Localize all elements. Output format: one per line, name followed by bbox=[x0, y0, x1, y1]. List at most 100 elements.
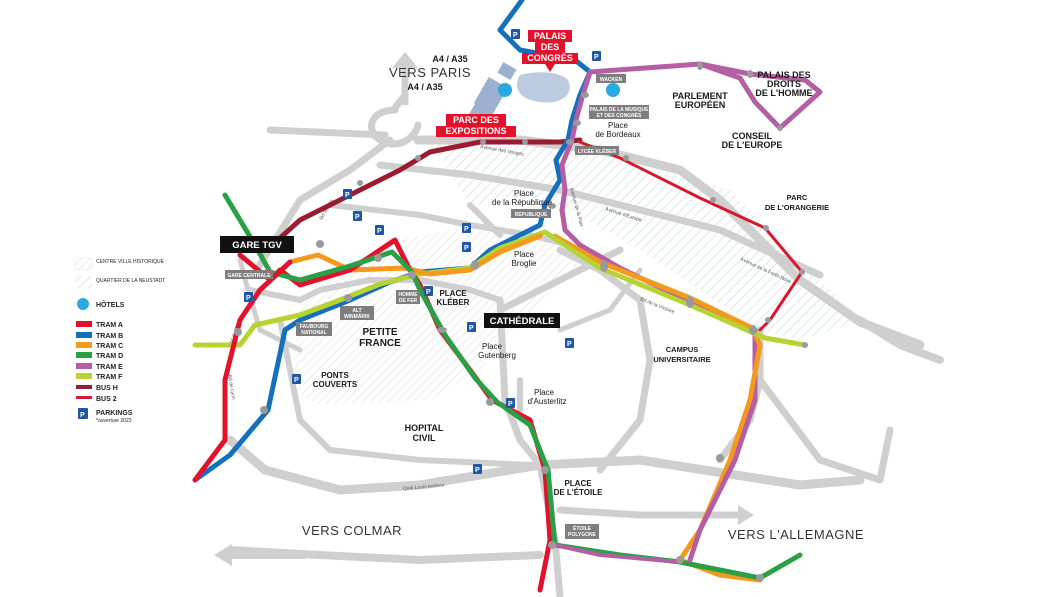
svg-text:P: P bbox=[508, 401, 513, 408]
label-droits-2: DROITS bbox=[767, 79, 801, 89]
station-gare-centrale: GARE CENTRALE bbox=[225, 270, 273, 279]
road-lyon: Bd de Lyon bbox=[226, 374, 236, 400]
label-vers-paris: VERS PARIS bbox=[389, 65, 471, 80]
tram-c-west bbox=[287, 233, 543, 277]
label-orangerie-2: DE L'ORANGERIE bbox=[765, 203, 829, 212]
arrow-allemagne-icon bbox=[738, 505, 754, 525]
hotel-icon bbox=[498, 83, 512, 97]
label-droits-1: PALAIS DES bbox=[757, 70, 810, 80]
svg-text:LYCÉE KLÉBER: LYCÉE KLÉBER bbox=[578, 147, 617, 155]
road-network bbox=[225, 91, 944, 597]
svg-text:P: P bbox=[594, 54, 599, 61]
legend-tram-e-swatch bbox=[76, 363, 92, 369]
svg-text:FAUBOURG: FAUBOURG bbox=[300, 324, 329, 330]
label-gutenberg-1: Place bbox=[482, 342, 503, 351]
svg-text:PALAIS DE LA MUSIQUE: PALAIS DE LA MUSIQUE bbox=[590, 107, 650, 113]
label-campus-1: CAMPUS bbox=[666, 345, 699, 354]
svg-text:P: P bbox=[475, 467, 480, 474]
legend-parkings: PARKINGS bbox=[96, 410, 133, 417]
label-etoile-2: DE L'ÉTOILE bbox=[554, 488, 604, 497]
label-bordeaux-1: Place bbox=[608, 121, 629, 130]
legend-tram-d: TRAM D bbox=[96, 353, 123, 360]
label-petite-france-1: PETITE bbox=[362, 327, 397, 338]
svg-text:PARC DES: PARC DES bbox=[453, 115, 499, 125]
tram-e-line bbox=[587, 61, 823, 131]
parking-icon bbox=[292, 374, 301, 384]
label-broglie-2: Broglie bbox=[512, 259, 537, 268]
svg-text:POLYGONE: POLYGONE bbox=[568, 532, 597, 538]
label-republique-2: de la République bbox=[492, 198, 553, 207]
label-austerlitz-1: Place bbox=[534, 388, 555, 397]
label-gutenberg-2: Gutenberg bbox=[478, 351, 516, 360]
svg-text:P: P bbox=[377, 228, 382, 235]
parking-icon bbox=[565, 338, 574, 348]
label-parlement-2: EUROPÉEN bbox=[675, 100, 726, 110]
svg-text:CONGRÈS: CONGRÈS bbox=[527, 53, 573, 63]
svg-text:P: P bbox=[345, 192, 350, 199]
legend-bus-h-swatch bbox=[76, 385, 92, 389]
label-broglie-1: Place bbox=[514, 250, 535, 259]
station-lycee-kleber: LYCÉE KLÉBER bbox=[575, 146, 619, 155]
label-a4-bottom: A4 / A35 bbox=[407, 82, 442, 92]
legend-centre: CENTRE VILLE HISTORIQUE bbox=[96, 259, 165, 265]
svg-text:WACKEN: WACKEN bbox=[600, 77, 623, 83]
legend-neustadt: QUARTIER DE LA NEUSTADT bbox=[96, 278, 165, 284]
legend-parkings-note: *ouverture 2023 bbox=[96, 418, 132, 424]
svg-text:EXPOSITIONS: EXPOSITIONS bbox=[445, 126, 506, 136]
parking-icon bbox=[343, 189, 352, 199]
tram-e-lower bbox=[687, 397, 758, 563]
svg-text:WINMÄRIK: WINMÄRIK bbox=[344, 313, 370, 320]
label-hopital-1: HOPITAL bbox=[405, 423, 444, 433]
svg-text:P: P bbox=[294, 377, 299, 384]
parking-icon bbox=[353, 211, 362, 221]
svg-text:ET DES CONGRÈS: ET DES CONGRÈS bbox=[597, 111, 642, 119]
legend-tram-b-swatch bbox=[76, 332, 92, 338]
label-petite-france-2: FRANCE bbox=[359, 338, 401, 349]
svg-text:P: P bbox=[567, 341, 572, 348]
legend-bus-2-swatch bbox=[76, 396, 92, 399]
label-ponts-1: PONTS bbox=[321, 371, 349, 380]
label-etoile-1: PLACE bbox=[564, 479, 592, 488]
legend-hotel-icon bbox=[77, 298, 89, 310]
svg-text:RÉPUBLIQUE: RÉPUBLIQUE bbox=[515, 210, 548, 218]
road-pasteur: Quai Louis pasteur bbox=[403, 482, 446, 492]
tram-a-southwest bbox=[192, 259, 293, 483]
legend-tram-e: TRAM E bbox=[96, 364, 123, 371]
parking-icon bbox=[462, 223, 471, 233]
parking-icon bbox=[506, 398, 515, 408]
svg-text:P: P bbox=[464, 226, 469, 233]
gare-tgv-tag: GARE TGV bbox=[220, 236, 294, 253]
hotel-icon bbox=[606, 83, 620, 97]
legend-tram-a-swatch bbox=[76, 321, 92, 327]
svg-text:P: P bbox=[246, 295, 251, 302]
legend-tram-c: TRAM C bbox=[96, 343, 123, 350]
label-campus-2: UNIVERSITAIRE bbox=[653, 355, 710, 364]
label-kleber-1: PLACE bbox=[439, 289, 467, 298]
label-vers-colmar: VERS COLMAR bbox=[302, 523, 402, 538]
label-conseil-1: CONSEIL bbox=[732, 131, 773, 141]
legend-tram-d-swatch bbox=[76, 352, 92, 358]
label-bordeaux-2: de Bordeaux bbox=[595, 130, 640, 139]
parking-icon bbox=[467, 322, 476, 332]
label-ponts-2: COUVERTS bbox=[313, 380, 358, 389]
svg-text:CATHÉDRALE: CATHÉDRALE bbox=[490, 316, 555, 327]
tram-b-line bbox=[192, 0, 593, 483]
svg-text:DES: DES bbox=[541, 42, 560, 52]
label-kleber-2: KLÉBER bbox=[437, 298, 470, 307]
legend-tram-f-swatch bbox=[76, 373, 92, 379]
svg-text:NATIONAL: NATIONAL bbox=[301, 330, 326, 336]
legend-parking-icon bbox=[78, 408, 88, 419]
legend-tram-b: TRAM B bbox=[96, 333, 123, 340]
tram-e-south bbox=[553, 543, 682, 564]
label-orangerie-1: PARC bbox=[787, 193, 808, 202]
label-droits-3: DE L'HOMME bbox=[755, 88, 812, 98]
parking-icon bbox=[473, 464, 482, 474]
label-republique-1: Place bbox=[514, 189, 535, 198]
label-hopital-2: CIVIL bbox=[412, 433, 436, 443]
